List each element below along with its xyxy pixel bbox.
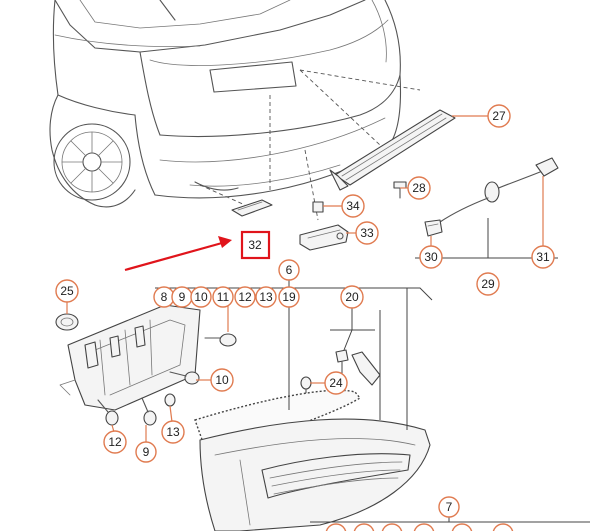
license-lamp-part bbox=[299, 201, 349, 251]
callout-label-28: 28 bbox=[412, 181, 426, 195]
callout-10-top[interactable]: 10 bbox=[190, 286, 212, 308]
callout-12-bottom[interactable]: 12 bbox=[103, 430, 127, 454]
callout-25[interactable]: 25 bbox=[55, 279, 79, 303]
callout-label-12-bottom: 12 bbox=[108, 435, 122, 449]
callout-7[interactable]: 7 bbox=[438, 496, 460, 518]
callout-label-10-bottom: 10 bbox=[215, 373, 229, 387]
callout-34[interactable]: 34 bbox=[341, 194, 365, 218]
callout-label-29: 29 bbox=[481, 277, 495, 291]
callout-label-25: 25 bbox=[60, 284, 74, 298]
callout-label-13-top: 13 bbox=[259, 290, 273, 304]
callout-10-bottom[interactable]: 10 bbox=[210, 368, 234, 392]
callout-label-10-top: 10 bbox=[194, 290, 208, 304]
bulb-holder-part bbox=[59, 304, 237, 426]
callout-12-top[interactable]: 12 bbox=[234, 286, 256, 308]
callout-11-top[interactable]: 11 bbox=[212, 286, 234, 308]
callout-19[interactable]: 19 bbox=[278, 286, 300, 308]
callout-33[interactable]: 33 bbox=[355, 221, 379, 245]
callout-30[interactable]: 30 bbox=[419, 245, 443, 269]
callout-24[interactable]: 24 bbox=[324, 371, 348, 395]
callout-label-33: 33 bbox=[360, 226, 374, 240]
wiring-harness-part bbox=[424, 157, 559, 237]
callout-9-bottom[interactable]: 9 bbox=[135, 441, 157, 463]
callout-row-bottom-partial bbox=[325, 523, 514, 531]
highlight-annotation bbox=[124, 230, 271, 272]
highlight-arrow-line bbox=[124, 241, 223, 272]
mounting-bracket-part bbox=[335, 349, 381, 386]
callout-label-9-top: 9 bbox=[179, 290, 186, 304]
highlight-arrow-head bbox=[218, 236, 232, 248]
callout-13-top[interactable]: 13 bbox=[255, 286, 277, 308]
callout-label-19: 19 bbox=[282, 290, 296, 304]
callout-6[interactable]: 6 bbox=[278, 259, 300, 281]
callout-label-34: 34 bbox=[346, 199, 360, 213]
brake-light-part bbox=[329, 109, 456, 191]
tailgate-switch-part bbox=[231, 199, 273, 217]
callout-label-13-bottom: 13 bbox=[166, 425, 180, 439]
callout-13-bottom[interactable]: 13 bbox=[161, 420, 185, 444]
grommet-part bbox=[55, 313, 79, 331]
callout-31[interactable]: 31 bbox=[531, 245, 555, 269]
callout-label-11-top: 11 bbox=[217, 290, 230, 304]
callout-leaders bbox=[66, 115, 544, 442]
callout-label-12-top: 12 bbox=[238, 290, 252, 304]
callout-label-7: 7 bbox=[446, 500, 453, 514]
callout-label-30: 30 bbox=[424, 250, 438, 264]
callout-8[interactable]: 8 bbox=[153, 286, 175, 308]
callout-label-31: 31 bbox=[536, 250, 550, 264]
callout-label-6: 6 bbox=[286, 263, 293, 277]
highlight-box bbox=[240, 230, 271, 260]
screw-part bbox=[393, 181, 407, 199]
tail-light-housing-part bbox=[194, 389, 431, 531]
callout-29[interactable]: 29 bbox=[476, 272, 500, 296]
callout-32[interactable]: 32 bbox=[248, 238, 262, 252]
callout-9-top[interactable]: 9 bbox=[171, 286, 193, 308]
callout-label-32: 32 bbox=[248, 238, 262, 252]
callout-20[interactable]: 20 bbox=[340, 285, 364, 309]
callout-label-20: 20 bbox=[345, 290, 359, 304]
callout-28[interactable]: 28 bbox=[407, 176, 431, 200]
callout-27[interactable]: 27 bbox=[487, 104, 511, 128]
callout-label-9-bottom: 9 bbox=[143, 445, 150, 459]
callout-label-24: 24 bbox=[329, 376, 343, 390]
callout-label-27: 27 bbox=[492, 109, 506, 123]
callout-label-8: 8 bbox=[161, 290, 168, 304]
